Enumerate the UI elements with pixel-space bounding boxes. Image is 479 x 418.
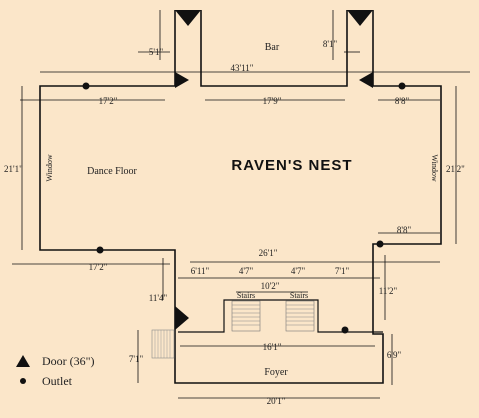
wall-outline <box>39 10 442 384</box>
dim-left-height: 21'1" <box>4 164 23 174</box>
stairs-left <box>231 300 261 332</box>
door-icon <box>175 10 201 26</box>
window-left-label: Window <box>45 154 54 181</box>
legend-outlet-label: Outlet <box>42 373 72 388</box>
bar-wall <box>200 10 348 87</box>
door-icon <box>16 355 30 367</box>
dim-foyer-left-upper: 11'4" <box>149 293 168 303</box>
dim-bottom-left: 17'2" <box>89 262 108 272</box>
outlet-icon <box>82 82 90 90</box>
dim-seg-3: 4'7" <box>291 266 306 276</box>
venue-title: RAVEN'S NEST <box>231 157 352 174</box>
stairs-outline <box>178 299 383 333</box>
legend-outlet: Outlet <box>12 372 95 390</box>
stairs-left-treads <box>232 304 260 326</box>
dim-bar-right: 8'1" <box>323 39 338 49</box>
dim-seg-2: 4'7" <box>239 266 254 276</box>
dim-top-left: 17'2" <box>99 96 118 106</box>
stairs-left-label: Stairs <box>237 291 255 300</box>
dim-right-step: 8'8" <box>397 225 412 235</box>
dim-foyer-right-lower: 6'9" <box>387 350 402 360</box>
dim-foyer-left-lower: 7'1" <box>129 354 144 364</box>
dim-bar-left: 5'1" <box>149 47 164 57</box>
legend: Door (36") Outlet <box>12 352 95 392</box>
stairs-right-label: Stairs <box>290 291 308 300</box>
outlet-icon <box>376 240 384 248</box>
outlet-icon <box>20 378 26 384</box>
dim-top-right: 8'8" <box>395 96 410 106</box>
outlet-icon <box>398 82 406 90</box>
dim-seg-1: 6'11" <box>191 266 210 276</box>
entrance-steps <box>151 329 175 359</box>
legend-door-label: Door (36") <box>42 353 95 368</box>
foyer-label: Foyer <box>264 367 288 378</box>
dim-seg-4: 7'1" <box>335 266 350 276</box>
dim-foyer-width: 16'1" <box>263 342 282 352</box>
window-right-label: Window <box>430 154 439 181</box>
dim-bottom-mid: 26'1" <box>259 248 278 258</box>
dim-bar-width: 43'11" <box>231 63 254 73</box>
dim-right-height: 21'2" <box>446 164 465 174</box>
bar-label: Bar <box>265 42 280 53</box>
outlet-icon <box>96 246 104 254</box>
door-icon <box>175 306 189 330</box>
door-icon <box>175 72 189 88</box>
stairs-right-treads <box>286 304 314 326</box>
door-icon <box>347 10 373 26</box>
door-icon <box>359 72 373 88</box>
dim-top-mid: 17'9" <box>263 96 282 106</box>
legend-door: Door (36") <box>12 352 95 370</box>
dim-foyer-right-upper: 11'2" <box>379 286 398 296</box>
stairs-right <box>285 300 315 332</box>
dance-floor-label: Dance Floor <box>87 166 137 177</box>
dim-foyer-bottom: 20'1" <box>267 396 286 406</box>
dim-stairs-span: 10'2" <box>261 281 280 291</box>
